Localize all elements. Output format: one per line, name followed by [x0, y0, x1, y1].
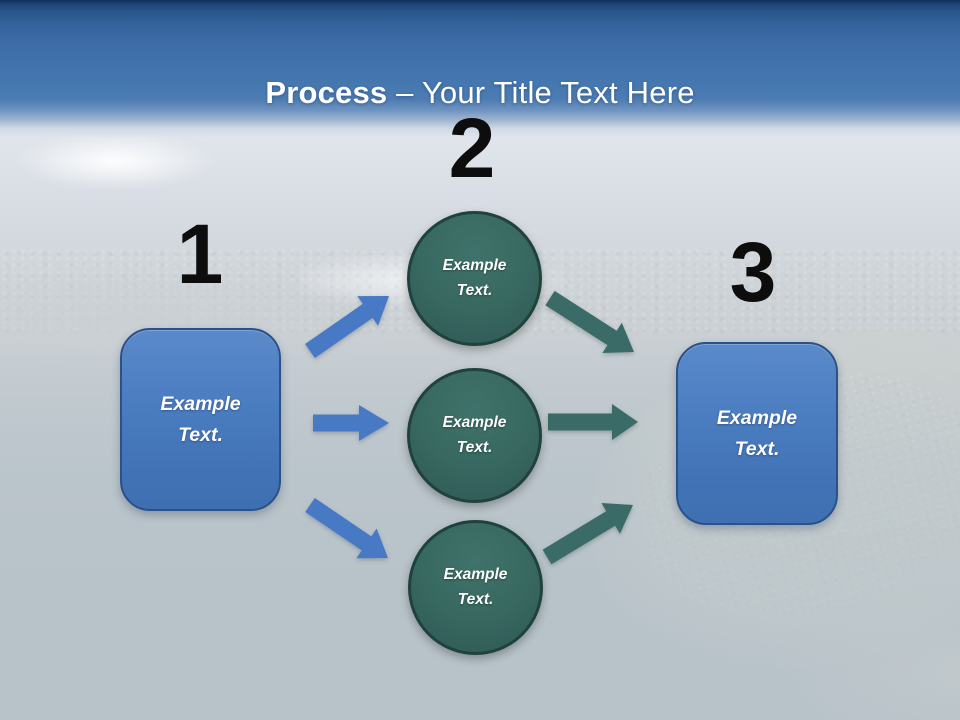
- step2-circle-2-label: Example Text.: [442, 414, 507, 456]
- step2-circle-2: Example Text.: [407, 368, 542, 503]
- step3-box-label: Example Text.: [716, 407, 798, 460]
- title-band: [0, 0, 960, 138]
- step2-circle-1: Example Text.: [407, 211, 542, 346]
- step2-circle-3-label: Example Text.: [443, 566, 508, 608]
- slide-title: Process – Your Title Text Here: [0, 75, 960, 111]
- step-number-3: 3: [729, 225, 777, 319]
- slide-title-emphasis: Process: [265, 74, 388, 110]
- step1-box-label: Example Text.: [160, 393, 241, 446]
- step3-box: Example Text.: [676, 342, 838, 525]
- step-number-2: 2: [448, 101, 496, 195]
- step1-box: Example Text.: [120, 328, 281, 511]
- step2-circle-3: Example Text.: [408, 520, 543, 655]
- step-number-1: 1: [176, 207, 224, 301]
- step2-circle-1-label: Example Text.: [442, 257, 507, 299]
- slide-title-rest: – Your Title Text Here: [387, 74, 695, 110]
- cloud: [15, 132, 215, 190]
